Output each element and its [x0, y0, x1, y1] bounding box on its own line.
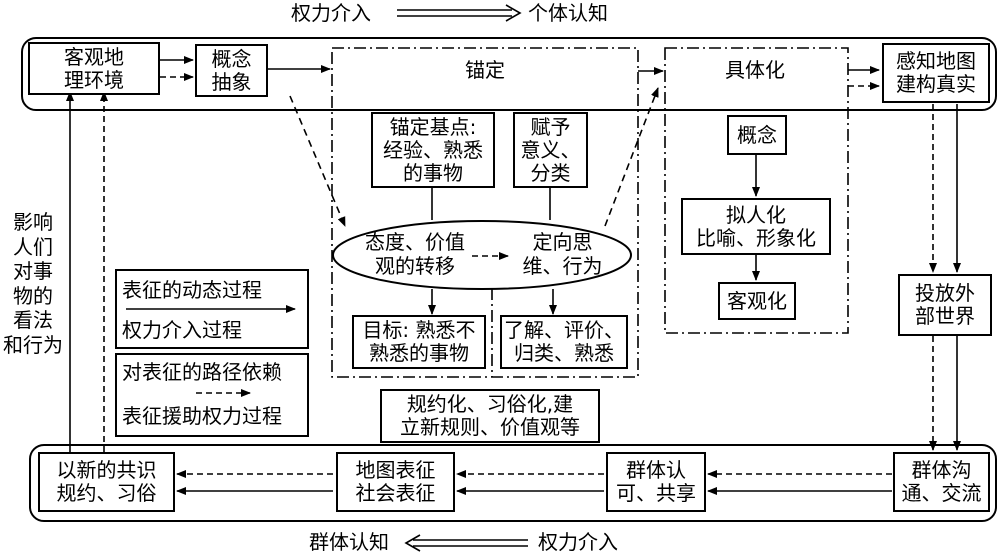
- anchor-title: 锚定: [465, 58, 505, 82]
- recognize-box: 群体认可、共享: [606, 452, 706, 512]
- footer-left: 群体认知: [309, 530, 389, 554]
- legend-box-dashed: [115, 353, 309, 437]
- understand-box: 了解、评价、归类、熟悉: [500, 315, 628, 369]
- left-label: 影响 人们 对事 物的 看法 和行为: [3, 210, 63, 357]
- anchor-base-box: 锚定基点:经验、熟悉的事物: [371, 112, 495, 188]
- perceive-box: 感知地图建构真实: [882, 43, 990, 103]
- goal-box: 目标: 熟悉不熟悉的事物: [352, 315, 486, 369]
- arrow-concept-to-ellipse: [289, 95, 346, 227]
- anchor-region: [331, 47, 639, 378]
- concept-abstract-box: 概念抽象: [195, 44, 268, 97]
- meaning-box: 赋予意义、分类: [513, 112, 588, 188]
- communicate-box: 群体沟通、交流: [893, 452, 990, 512]
- legend-solid-1: 表征的动态过程: [122, 278, 262, 302]
- concretize-title: 具体化: [725, 58, 785, 82]
- objectify-box: 客观化: [718, 282, 796, 320]
- rules-box: 规约化、习俗化,建立新规则、价值观等: [380, 389, 600, 443]
- concretize-region: [664, 47, 849, 334]
- footer-right: 权力介入: [538, 530, 618, 554]
- header-right: 个体认知: [528, 1, 608, 25]
- personify-box: 拟人化比喻、形象化: [681, 198, 831, 255]
- header-double-arrow: [397, 4, 522, 22]
- project-box: 投放外部世界: [898, 274, 992, 336]
- legend-dashed-2: 表征援助权力过程: [122, 404, 282, 428]
- legend-dashed-1: 对表征的路径依赖: [122, 360, 282, 384]
- env-box: 客观地理环境: [28, 42, 160, 95]
- ellipse-left-text: 态度、价值观的转移: [365, 230, 465, 278]
- legend-box-solid: [115, 269, 309, 349]
- ellipse-right-text: 定向思维、行为: [522, 230, 603, 278]
- header-left: 权力介入: [291, 1, 371, 25]
- concept-box: 概念: [727, 115, 787, 155]
- top-frame: [21, 37, 997, 111]
- representation-box: 地图表征社会表征: [336, 452, 455, 512]
- bottom-frame: [29, 444, 997, 522]
- new-consensus-box: 以新的共识规约、习俗: [38, 452, 175, 512]
- ellipse: [332, 220, 632, 290]
- arrow-ellipse-to-concretize: [604, 87, 659, 227]
- legend-solid-2: 权力介入过程: [122, 318, 242, 342]
- footer-double-arrow: [404, 534, 528, 552]
